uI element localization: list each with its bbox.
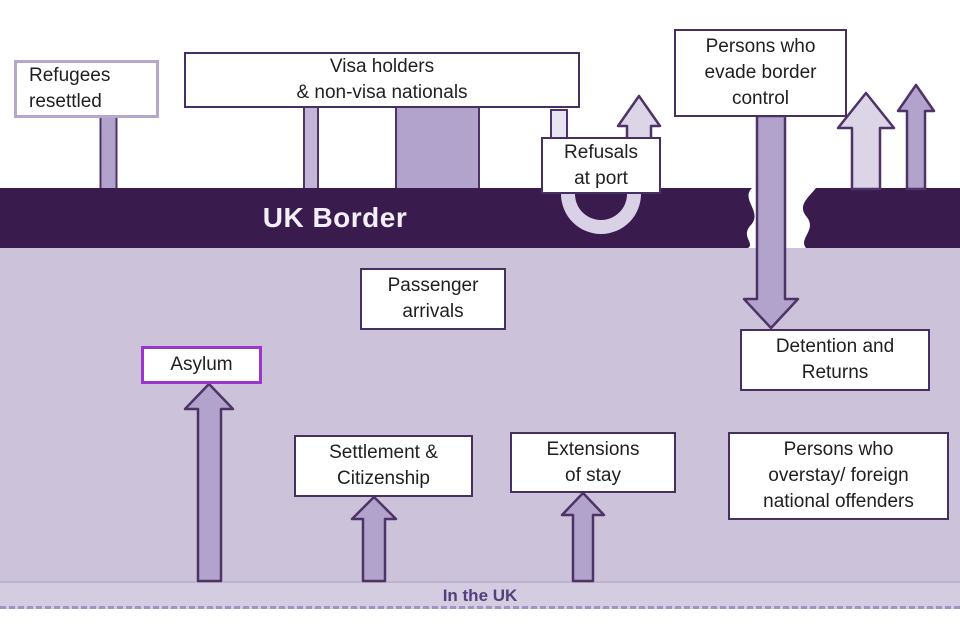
refugees-resettled-box: Refugees resettled bbox=[14, 60, 159, 118]
evade-border-line-2: evade border bbox=[704, 62, 817, 83]
refusals-line-2: at port bbox=[574, 167, 628, 189]
evade-border-line-3: control bbox=[731, 88, 790, 109]
refugees-resettled-line-2: resettled bbox=[29, 91, 102, 112]
asylum-box: Asylum bbox=[141, 346, 262, 384]
detention-returns-box: Detention and Returns bbox=[740, 329, 930, 391]
arrow-up-medium-right-icon bbox=[896, 83, 936, 191]
overstay-line-3: national offenders bbox=[763, 491, 914, 512]
passenger-line-2: arrivals bbox=[402, 301, 464, 322]
connector-refusals bbox=[550, 109, 568, 140]
in-the-uk-label: In the UK bbox=[442, 585, 518, 605]
bar-visa-wide bbox=[395, 106, 480, 190]
settlement-citizenship-box: Settlement & Citizenship bbox=[294, 435, 473, 497]
overstay-line-2: overstay/ foreign bbox=[768, 465, 909, 486]
settlement-line-1: Settlement & bbox=[329, 442, 438, 463]
arrow-up-light-right-icon bbox=[836, 91, 896, 191]
detention-line-2: Returns bbox=[801, 362, 869, 383]
asylum-label: Asylum bbox=[170, 354, 233, 375]
passenger-arrivals-box: Passenger arrivals bbox=[360, 268, 506, 330]
arrow-up-asylum-icon bbox=[183, 382, 235, 583]
extensions-of-stay-box: Extensions of stay bbox=[510, 432, 676, 493]
refusals-line-1: Refusals bbox=[564, 141, 638, 163]
refugees-resettled-line-1: Refugees bbox=[29, 65, 111, 86]
uk-border-label: UK Border bbox=[262, 202, 408, 233]
settlement-line-2: Citizenship bbox=[337, 468, 430, 489]
visa-holders-line-1: Visa holders bbox=[329, 56, 435, 77]
extensions-line-1: Extensions bbox=[546, 438, 640, 460]
bar-refugees bbox=[99, 116, 118, 190]
arrow-down-detention-icon bbox=[742, 114, 800, 330]
refusal-u-turn-arch-icon bbox=[561, 194, 641, 234]
bar-visa-thin bbox=[303, 106, 319, 190]
detention-line-1: Detention and bbox=[775, 336, 895, 357]
passenger-line-1: Passenger bbox=[387, 275, 479, 296]
extensions-line-2: of stay bbox=[565, 464, 621, 486]
uk-border-band-right bbox=[802, 188, 960, 248]
overstay-offenders-box: Persons who overstay/ foreign national o… bbox=[728, 432, 949, 520]
visa-holders-box: Visa holders & non-visa nationals bbox=[184, 52, 580, 108]
evade-border-control-box: Persons who evade border control bbox=[674, 29, 847, 117]
arrow-up-settlement-icon bbox=[350, 495, 398, 583]
in-the-uk-strip: In the UK bbox=[0, 581, 960, 609]
arrow-up-extensions-icon bbox=[560, 491, 606, 583]
overstay-line-1: Persons who bbox=[783, 439, 894, 460]
evade-border-line-1: Persons who bbox=[705, 36, 816, 57]
refusals-at-port-box: Refusals at port bbox=[541, 137, 661, 194]
visa-holders-line-2: & non-visa nationals bbox=[296, 82, 468, 103]
